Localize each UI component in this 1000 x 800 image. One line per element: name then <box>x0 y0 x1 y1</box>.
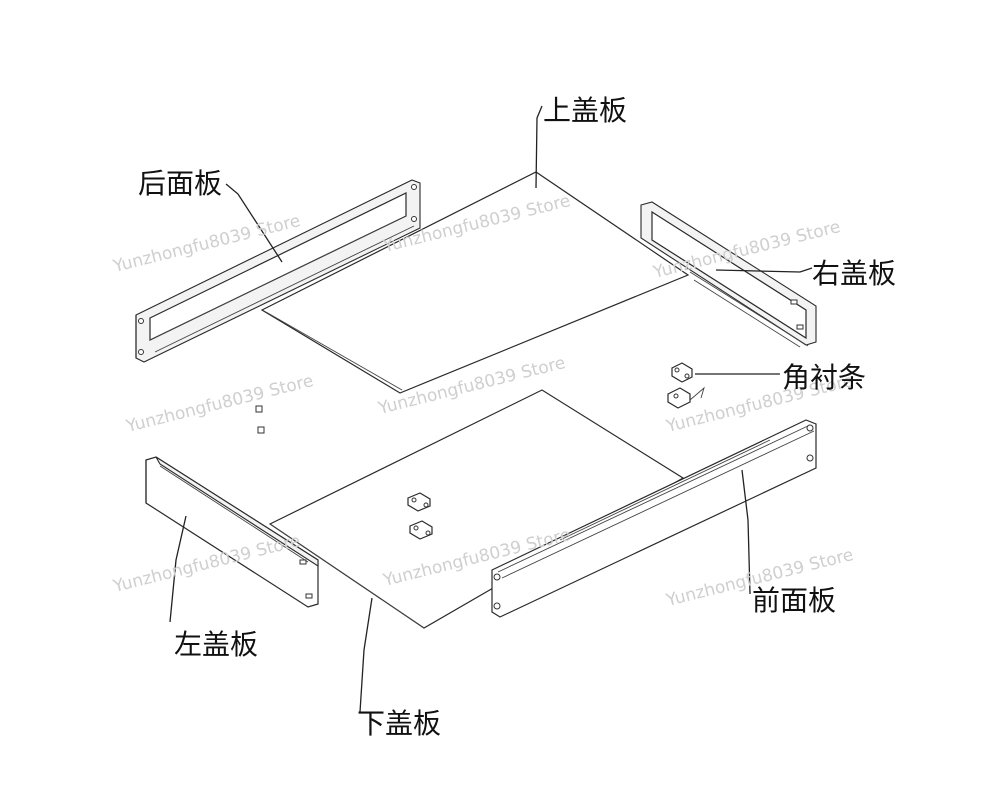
label-left-cover: 左盖板 <box>174 628 258 661</box>
leader-lines <box>169 105 813 713</box>
label-top-cover: 上盖板 <box>543 94 627 127</box>
label-corner-strip: 角衬条 <box>782 361 866 394</box>
label-front-panel: 前面板 <box>752 584 836 617</box>
screws <box>255 405 265 434</box>
corner-strips <box>667 362 705 409</box>
rear-panel <box>135 179 421 363</box>
label-bottom-cover: 下盖板 <box>357 707 441 740</box>
part-labels: 上盖板 后面板 右盖板 角衬条 左盖板 前面板 下盖板 <box>138 94 896 740</box>
top-cover-plate <box>260 171 690 394</box>
left-cover <box>145 456 319 608</box>
label-right-cover: 右盖板 <box>812 257 896 290</box>
label-rear-panel: 后面板 <box>138 167 222 200</box>
bottom-cover-plate <box>268 389 685 629</box>
watermark-text: Yunzhongfu8039 Store <box>123 371 315 437</box>
front-panel <box>491 419 817 618</box>
right-cover <box>640 201 817 348</box>
